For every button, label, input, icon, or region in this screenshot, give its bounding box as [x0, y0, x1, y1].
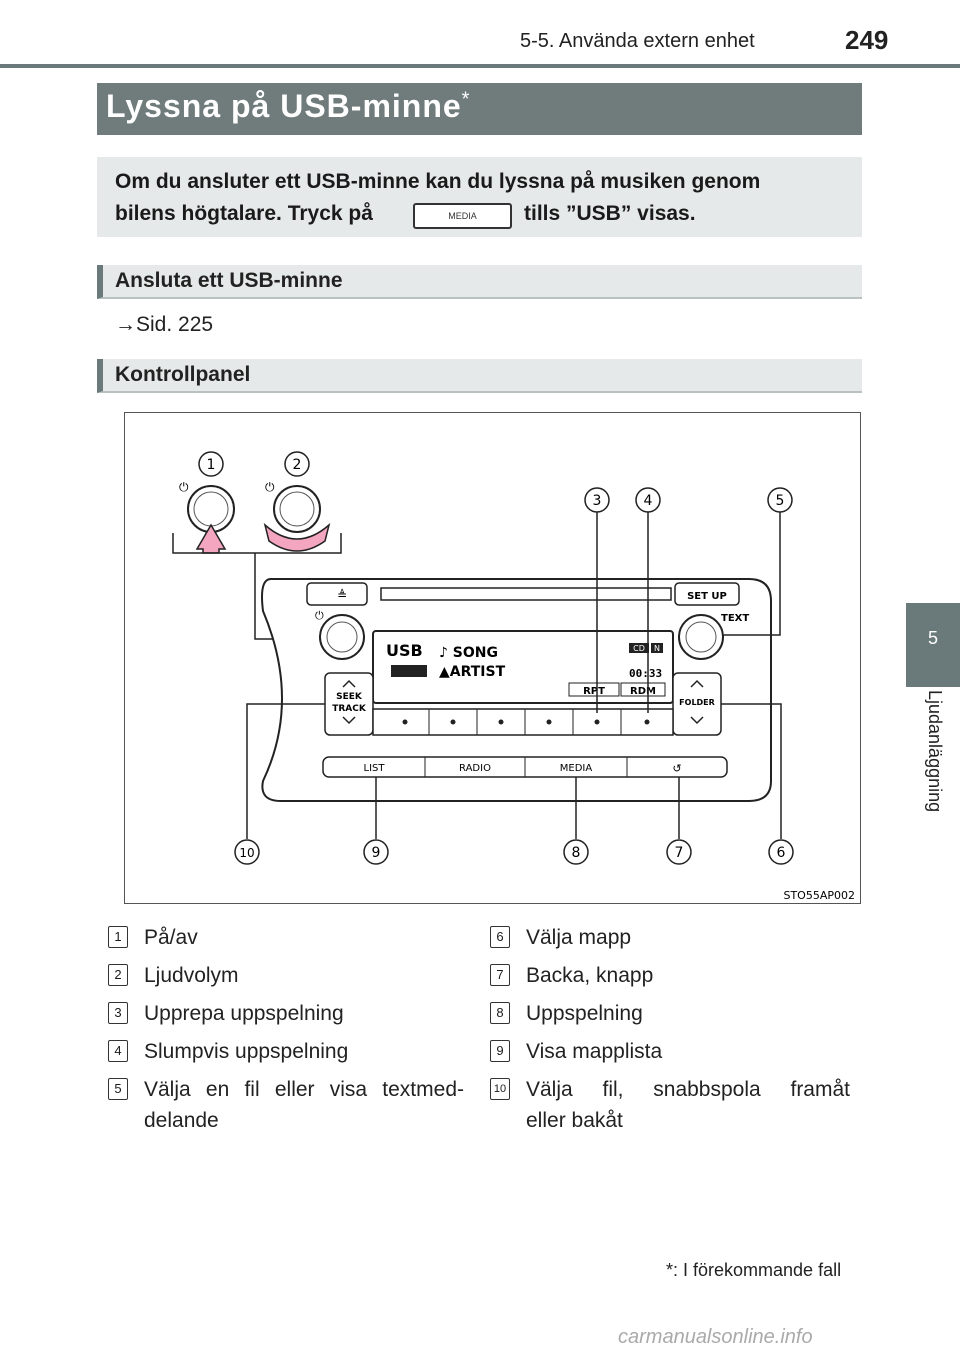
power-symbol-2: ⏻: [265, 480, 275, 494]
subheading-connect-text: Ansluta ett USB-minne: [115, 269, 343, 292]
title-asterisk: *: [461, 88, 471, 111]
legend-num: 6: [490, 926, 510, 948]
legend-item: 5 Välja en fil eller visa textmed- delan…: [108, 1074, 468, 1144]
seek-label: SEEK: [336, 692, 363, 702]
page-reference: →Sid. 225: [115, 313, 214, 336]
media-label: MEDIA: [560, 763, 593, 774]
subheading-panel-text: Kontrollpanel: [115, 363, 251, 386]
legend-right: 6 Välja mapp 7 Backa, knapp 8 Uppspelnin…: [490, 922, 860, 1144]
subheading-panel: Kontrollpanel: [97, 359, 862, 393]
track-label: TRACK: [332, 704, 367, 714]
legend-text-cont: delande: [144, 1109, 219, 1132]
display-usb: USB: [386, 641, 423, 660]
legend-num: 10: [490, 1078, 510, 1100]
callout-8: 8: [572, 845, 581, 861]
legend-text: Uppspelning: [526, 1002, 643, 1025]
page-number: 249: [845, 25, 889, 55]
callout-1: 1: [207, 457, 216, 473]
eject-label: ≜: [337, 588, 347, 602]
chapter-tab: [906, 603, 960, 687]
section-title: 5-5. Använda extern enhet: [520, 30, 755, 52]
legend-num: 2: [108, 964, 128, 986]
legend-item: 6 Välja mapp: [490, 922, 860, 960]
display-song: ♪ SONG: [439, 645, 498, 661]
callout-3: 3: [593, 493, 602, 509]
page-title-text: Lyssna på USB-minne: [106, 88, 462, 124]
legend-left: 1 På/av 2 Ljudvolym 3 Upprepa uppspelnin…: [108, 922, 468, 1144]
control-panel-illustration: ⏻ ⏻ ≜ SET UP TEXT ⏻ USB ♪ SONG ▲ARTIST C…: [172, 451, 855, 902]
display-artist: ▲ARTIST: [439, 664, 506, 680]
radio-label: RADIO: [459, 763, 491, 774]
legend-text: Backa, knapp: [526, 964, 654, 987]
subheading-connect: Ansluta ett USB-minne: [97, 265, 862, 299]
legend-text: Visa mapplista: [526, 1040, 663, 1063]
chapter-number: 5: [927, 628, 938, 648]
legend-text: Välja fil, snabbspola framåt: [526, 1078, 850, 1101]
page-title: Lyssna på USB-minne*: [106, 88, 470, 125]
callout-9: 9: [372, 845, 381, 861]
volume-knob-illustration: ⏻: [263, 480, 331, 552]
display-n: N: [654, 644, 660, 653]
callout-4: 4: [644, 493, 653, 509]
legend-item: 10 Välja fil, snabbspola framåt eller ba…: [490, 1074, 860, 1144]
intro-line-1: Om du ansluter ett USB-minne kan du lyss…: [115, 170, 761, 193]
display-rpt: RPT: [583, 686, 605, 697]
intro-line-2b: tills ”USB” visas.: [524, 202, 696, 225]
figure-code: STO55AP002: [783, 889, 855, 902]
legend-text: Ljudvolym: [144, 964, 239, 987]
footnote: *: I förekommande fall: [666, 1260, 842, 1280]
legend-text-cont: eller bakåt: [526, 1109, 623, 1132]
chapter-label: Ljudanläggning: [925, 690, 945, 813]
back-label: ↺: [672, 762, 681, 775]
legend-item: 7 Backa, knapp: [490, 960, 860, 998]
power-symbol-3: ⏻: [315, 609, 324, 622]
intro-line-2a: bilens högtalare. Tryck på: [115, 202, 373, 225]
legend-text: Upprepa uppspelning: [144, 1002, 344, 1025]
legend-item: 8 Uppspelning: [490, 998, 860, 1036]
display-rdm: RDM: [630, 686, 656, 697]
legend-num: 5: [108, 1078, 128, 1100]
callout-2: 2: [293, 457, 302, 473]
watermark: carmanualsonline.info: [618, 1326, 813, 1348]
legend-item: 9 Visa mapplista: [490, 1036, 860, 1074]
callout-7: 7: [675, 845, 684, 861]
list-label: LIST: [364, 763, 386, 774]
folder-label: FOLDER: [679, 698, 715, 707]
legend-num: 9: [490, 1040, 510, 1062]
header-divider: [0, 64, 960, 68]
legend-text: På/av: [144, 926, 198, 949]
legend-item: 3 Upprepa uppspelning: [108, 998, 468, 1036]
legend-item: 1 På/av: [108, 922, 468, 960]
power-symbol-1: ⏻: [179, 480, 189, 494]
legend-num: 1: [108, 926, 128, 948]
callout-10: 10: [239, 846, 254, 860]
text-label: TEXT: [721, 613, 749, 624]
chapter-label-wrapper: Ljudanläggning: [893, 690, 960, 830]
legend-text: Välja mapp: [526, 926, 632, 949]
callout-6: 6: [777, 845, 786, 861]
legend-num: 3: [108, 1002, 128, 1024]
media-button-icon: MEDIA: [413, 203, 512, 229]
callout-5: 5: [776, 493, 785, 509]
legend-text: Slumpvis uppspelning: [144, 1040, 349, 1063]
power-knob-illustration: ⏻: [179, 480, 235, 554]
setup-label: SET UP: [687, 591, 727, 602]
control-panel-figure: ⏻ ⏻ ≜ SET UP TEXT ⏻ USB ♪ SONG ▲ARTIST C…: [124, 412, 861, 904]
title-bar: [97, 83, 862, 135]
legend-item: 4 Slumpvis uppspelning: [108, 1036, 468, 1074]
legend-item: 2 Ljudvolym: [108, 960, 468, 998]
legend-num: 8: [490, 1002, 510, 1024]
display-cd: CD: [633, 644, 645, 653]
legend-num: 7: [490, 964, 510, 986]
display-time: 00:33: [629, 667, 662, 680]
legend-num: 4: [108, 1040, 128, 1062]
legend-text: Välja en fil eller visa textmed-: [144, 1078, 464, 1101]
